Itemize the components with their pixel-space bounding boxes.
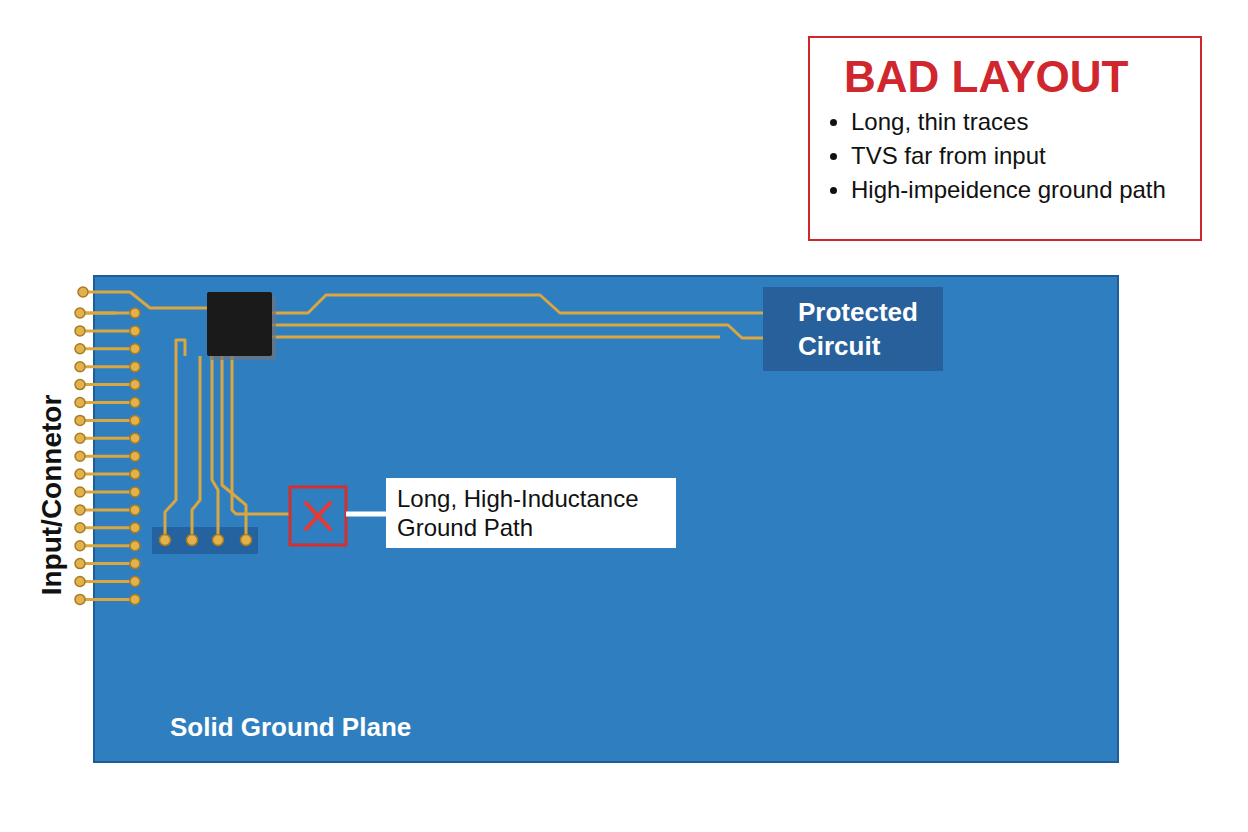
note-heading: BAD LAYOUT [844,52,1190,102]
pin [75,523,85,533]
error-x [306,503,330,529]
ground-trace [192,356,200,540]
pin [75,487,85,497]
note-item: High-impeidence ground path [851,176,1166,204]
plane-label: Solid Ground Plane [170,712,411,743]
pin [75,594,85,604]
pin-trace [80,365,135,368]
pad [160,535,171,546]
pin [130,451,140,461]
note-box: BAD LAYOUT Long, thin tracesTVS far from … [808,36,1202,241]
bullet-dot [830,153,837,160]
pin-trace [80,544,135,547]
pin [130,577,140,587]
note-item: Long, thin traces [851,108,1028,136]
pin-trace [80,508,135,511]
pin-trace [80,347,135,350]
connector-label: Input/Connetor [36,395,68,596]
pin [130,487,140,497]
tvs-chip [207,292,272,356]
pin [75,559,85,569]
input-trace [83,292,207,308]
callout-leader [346,512,386,517]
pin-trace [80,526,135,529]
pin [130,541,140,551]
ground-trace [212,356,218,540]
pin [130,594,140,604]
pin-trace [80,383,135,386]
pin [75,308,85,318]
pin-trace [80,312,135,315]
pin [130,469,140,479]
pin [75,362,85,372]
pad [213,535,224,546]
bullet-dot [830,119,837,126]
pin-trace [80,598,135,601]
pin [75,469,85,479]
pin-trace [80,491,135,494]
pin [75,451,85,461]
pin-trace [80,562,135,565]
note-item: TVS far from input [851,142,1046,170]
pin [75,577,85,587]
pin [130,415,140,425]
pin-trace [80,473,135,476]
signal-trace [272,325,780,338]
callout-text: Long, High-Inductance Ground Path [397,484,666,542]
circuit-label: Protected Circuit [798,295,935,363]
pin [130,362,140,372]
pin [75,326,85,336]
ground-trace [165,340,185,540]
callout-box: Long, High-Inductance Ground Path [386,478,676,548]
error-box [290,487,346,545]
pin [130,326,140,336]
pin [130,380,140,390]
bullet-row: High-impeidence ground path [830,176,1190,204]
bullet-row: Long, thin traces [830,108,1190,136]
pin [75,398,85,408]
circuit-box: Protected Circuit [763,287,943,371]
pin [75,505,85,515]
pin [130,344,140,354]
pin [75,433,85,443]
connector-pins [75,287,140,604]
pad [241,535,252,546]
pad-area [152,527,258,554]
pin-trace [80,419,135,422]
pin [75,380,85,390]
pad [187,535,198,546]
ground-trace [232,356,290,514]
pin-trace [80,580,135,583]
pin-trace [80,437,135,440]
signal-trace [272,295,780,313]
pin-trace [80,401,135,404]
pads [160,535,252,546]
pin [130,523,140,533]
pin [75,541,85,551]
pin [130,398,140,408]
pin [130,433,140,443]
pin [75,415,85,425]
pin [130,559,140,569]
signal-trace [272,336,720,339]
pin [75,344,85,354]
pin-trace [80,329,135,332]
bullet-row: TVS far from input [830,142,1190,170]
pin [130,505,140,515]
ground-plane [94,276,1118,762]
pin-trace [80,455,135,458]
pin [78,287,88,297]
pin [130,308,140,318]
bullet-dot [830,187,837,194]
